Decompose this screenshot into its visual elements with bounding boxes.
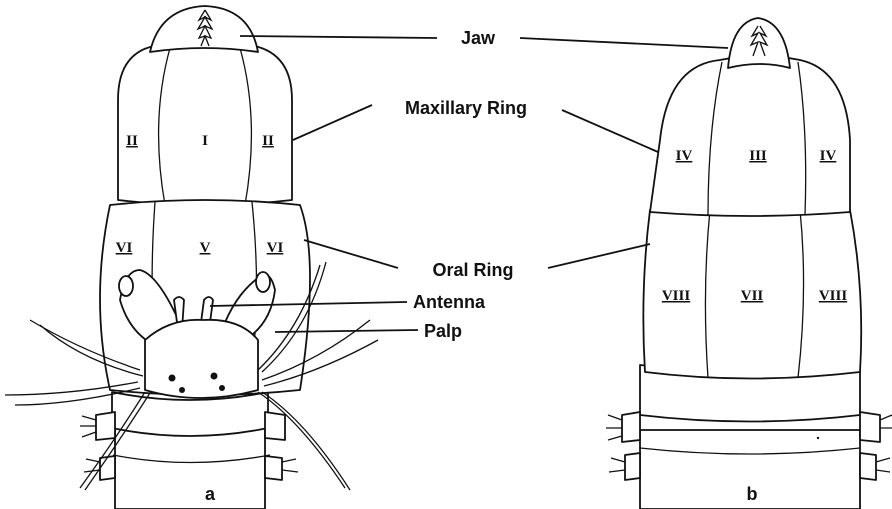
label-oral-ring: Oral Ring	[432, 260, 513, 280]
area-label-a-center-upper: I	[202, 133, 208, 149]
panel-a-caption: a	[205, 484, 216, 504]
eye	[219, 385, 225, 391]
area-label-a-left-upper: II	[126, 133, 138, 149]
maxillary-ring-a	[118, 40, 292, 205]
area-label-a-left-lower: VI	[116, 240, 133, 256]
area-label-a-right-lower: VI	[267, 240, 284, 256]
area-label-b-right-lower: VIII	[819, 288, 848, 304]
area-label-b-center-upper: III	[749, 148, 767, 164]
jaw-b	[728, 18, 790, 68]
area-label-a-center-lower: V	[200, 240, 211, 256]
panel-b-drawing	[606, 18, 892, 509]
label-palp: Palp	[424, 321, 462, 341]
area-label-b-left-lower: VIII	[662, 288, 691, 304]
maxillary-ring-b	[650, 56, 850, 216]
label-jaw: Jaw	[461, 28, 496, 48]
label-maxillary-ring: Maxillary Ring	[405, 98, 527, 118]
prostomium	[145, 320, 258, 398]
label-antenna: Antenna	[413, 292, 486, 312]
area-label-b-center-lower: VII	[741, 288, 764, 304]
area-label-b-right-upper: IV	[820, 148, 837, 164]
eye	[211, 373, 218, 380]
panel-b-caption: b	[747, 484, 758, 504]
eye	[179, 387, 185, 393]
eye	[169, 375, 176, 382]
body-segment-lower	[115, 425, 265, 509]
panel-a-drawing	[5, 6, 378, 509]
area-label-b-left-upper: IV	[676, 148, 693, 164]
area-label-a-right-upper: II	[262, 133, 274, 149]
